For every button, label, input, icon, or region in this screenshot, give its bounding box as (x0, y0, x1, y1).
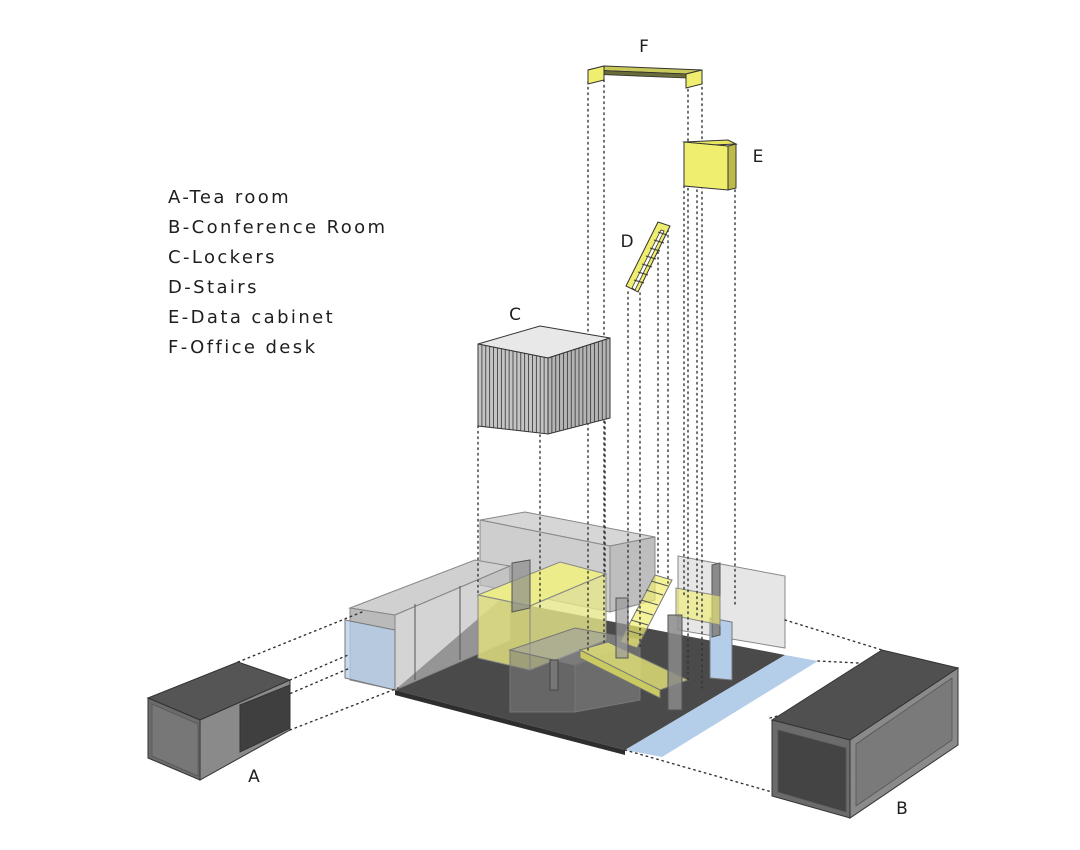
conference-room-exploded (770, 649, 960, 819)
label-a: A (248, 767, 260, 787)
blue-floor-strip (625, 655, 818, 757)
label-c: C (509, 305, 521, 325)
legend-item-f: F-Office desk (168, 337, 318, 358)
label-d: D (620, 232, 633, 252)
label-f: F (639, 37, 649, 57)
legend: A-Tea room B-Conference Room C-Lockers D… (168, 186, 387, 366)
columns (615, 597, 683, 711)
floor-plate-edge (395, 690, 625, 755)
lockers-exploded (477, 325, 611, 435)
legend-item-c: C-Lockers (168, 247, 277, 268)
legend-item-d: D-Stairs (168, 277, 259, 298)
stairs-exploded (625, 221, 671, 293)
stairs-in-place (619, 574, 673, 649)
label-b: B (896, 799, 908, 819)
office-desk-exploded (587, 65, 703, 89)
data-cabinet-in-place (675, 587, 721, 626)
legend-item-e: E-Data cabinet (168, 307, 336, 328)
legend-item-b: B-Conference Room (168, 217, 388, 238)
tea-room-exploded (146, 661, 292, 781)
legend-item-a: A-Tea room (168, 187, 292, 208)
data-cabinet-exploded (682, 139, 738, 191)
label-e: E (753, 147, 764, 167)
